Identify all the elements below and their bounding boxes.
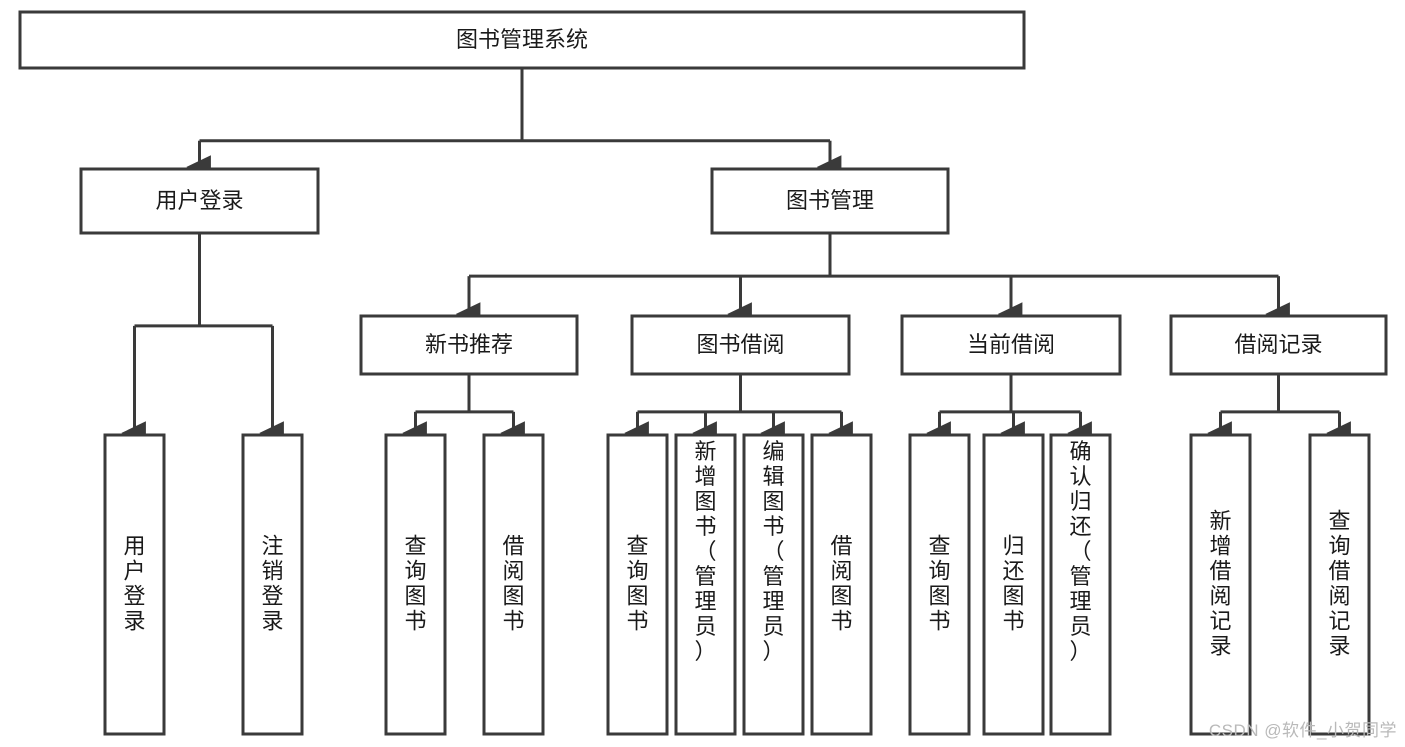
- node-box-leaf-borrow-book-1: [482, 433, 545, 736]
- node-box-leaf-user-login: [103, 433, 166, 736]
- connector-layer: [121, 68, 1351, 445]
- node-label-leaf-user-login: 用户登录: [123, 534, 145, 634]
- node-label-leaf-add-record: 新增借阅记录: [1209, 509, 1231, 659]
- node-label-new-book-rec: 新书推荐: [425, 332, 513, 357]
- csdn-watermark: CSDN @软件_小贺同学: [1208, 721, 1397, 740]
- node-borrow-record[interactable]: 借阅记录: [1169, 314, 1388, 376]
- node-box-leaf-user-logout: [241, 433, 304, 736]
- node-leaf-return-book[interactable]: 归还图书: [982, 433, 1045, 736]
- node-current-borrow[interactable]: 当前借阅: [900, 314, 1122, 376]
- node-label-leaf-query-book-1: 查询图书: [404, 534, 426, 634]
- node-root[interactable]: 图书管理系统: [18, 10, 1026, 70]
- node-box-leaf-return-book: [982, 433, 1045, 736]
- node-box-user-login: [79, 167, 320, 235]
- node-box-leaf-query-record: [1308, 433, 1371, 736]
- node-new-book-rec[interactable]: 新书推荐: [359, 314, 579, 376]
- node-label-user-login: 用户登录: [155, 188, 243, 213]
- node-label-book-manage: 图书管理: [786, 188, 874, 213]
- node-box-current-borrow: [900, 314, 1122, 376]
- node-book-borrow[interactable]: 图书借阅: [630, 314, 851, 376]
- node-leaf-borrow-book-2[interactable]: 借阅图书: [810, 433, 873, 736]
- node-label-leaf-return-book: 归还图书: [1002, 534, 1024, 634]
- node-box-book-borrow: [630, 314, 851, 376]
- node-leaf-confirm-return[interactable]: 确认归还（管理员）: [1049, 433, 1112, 736]
- node-box-new-book-rec: [359, 314, 579, 376]
- node-label-leaf-query-book-2: 查询图书: [626, 534, 648, 634]
- node-label-leaf-user-logout: 注销登录: [261, 534, 283, 634]
- connector-current-borrow: [926, 374, 1092, 445]
- node-box-borrow-record: [1169, 314, 1388, 376]
- node-box-root: [18, 10, 1026, 70]
- node-leaf-add-book[interactable]: 新增图书（管理员）: [674, 433, 737, 736]
- node-layer: 图书管理系统用户登录图书管理新书推荐图书借阅当前借阅借阅记录用户登录注销登录查询…: [18, 10, 1388, 736]
- node-leaf-query-record[interactable]: 查询借阅记录: [1308, 433, 1371, 736]
- node-label-leaf-query-record: 查询借阅记录: [1328, 509, 1350, 659]
- node-label-leaf-query-book-3: 查询图书: [928, 534, 950, 634]
- node-label-leaf-borrow-book-2: 借阅图书: [830, 534, 852, 634]
- node-box-leaf-add-record: [1189, 433, 1252, 736]
- node-leaf-query-book-1[interactable]: 查询图书: [384, 433, 447, 736]
- node-leaf-query-book-3[interactable]: 查询图书: [908, 433, 971, 736]
- connector-user-login: [121, 233, 284, 445]
- node-box-leaf-query-book-2: [606, 433, 669, 736]
- node-label-leaf-add-book: 新增图书（管理员）: [694, 439, 716, 664]
- node-leaf-add-record[interactable]: 新增借阅记录: [1189, 433, 1252, 736]
- connector-new-book-rec: [402, 374, 525, 445]
- node-label-leaf-confirm-return: 确认归还（管理员）: [1069, 439, 1091, 664]
- node-label-leaf-edit-book: 编辑图书（管理员）: [762, 439, 784, 664]
- node-book-manage[interactable]: 图书管理: [710, 167, 950, 235]
- node-user-login[interactable]: 用户登录: [79, 167, 320, 235]
- node-box-book-manage: [710, 167, 950, 235]
- node-leaf-query-book-2[interactable]: 查询图书: [606, 433, 669, 736]
- connector-root: [186, 68, 842, 179]
- node-leaf-user-login[interactable]: 用户登录: [103, 433, 166, 736]
- node-leaf-edit-book[interactable]: 编辑图书（管理员）: [742, 433, 805, 736]
- node-leaf-user-logout[interactable]: 注销登录: [241, 433, 304, 736]
- node-label-current-borrow: 当前借阅: [967, 332, 1055, 357]
- connector-book-manage: [455, 233, 1290, 326]
- node-box-leaf-add-book: [674, 433, 737, 736]
- node-label-borrow-record: 借阅记录: [1234, 332, 1322, 357]
- node-label-book-borrow: 图书借阅: [696, 332, 784, 357]
- node-label-leaf-borrow-book-1: 借阅图书: [502, 534, 524, 634]
- node-label-root: 图书管理系统: [456, 27, 588, 52]
- connector-borrow-record: [1207, 374, 1351, 445]
- node-box-leaf-edit-book: [742, 433, 805, 736]
- node-leaf-borrow-book-1[interactable]: 借阅图书: [482, 433, 545, 736]
- node-box-leaf-borrow-book-2: [810, 433, 873, 736]
- node-box-leaf-query-book-1: [384, 433, 447, 736]
- connector-book-borrow: [624, 374, 853, 445]
- node-box-leaf-confirm-return: [1049, 433, 1112, 736]
- node-box-leaf-query-book-3: [908, 433, 971, 736]
